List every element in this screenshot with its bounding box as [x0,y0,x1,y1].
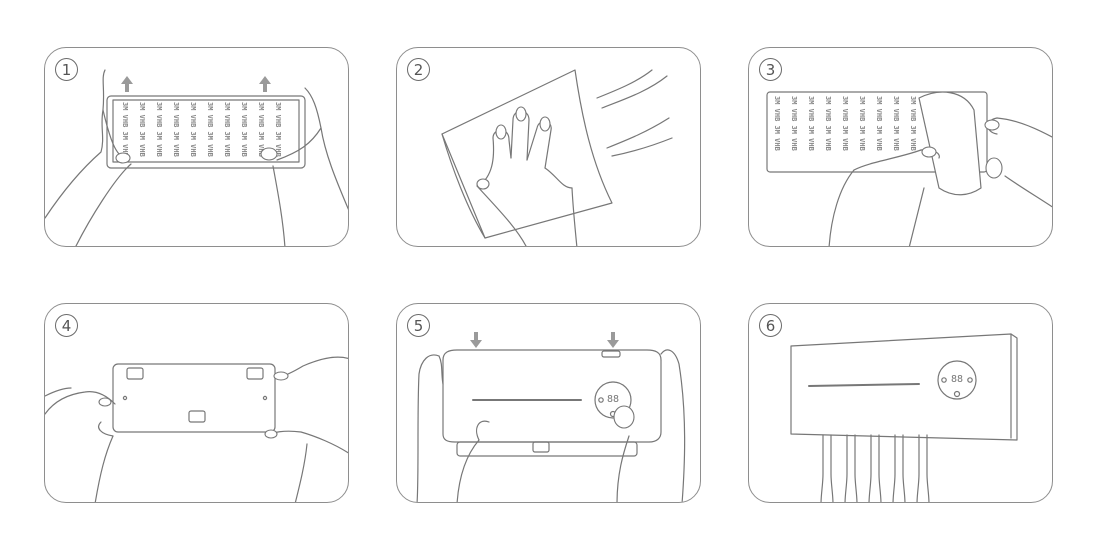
step-panel-4: 4 [44,303,349,503]
digital-display: 88 [951,374,963,385]
tape-label: 3M VHB 3M VHB [909,96,917,151]
tape-label: 3M VHB 3M VHB [223,102,231,157]
illustration-finished-holder: 88 [790,333,1018,502]
tape-label: 3M VHB 3M VHB [189,102,197,157]
tape-label: 3M VHB 3M VHB [257,102,265,157]
step-number-5: 5 [407,314,430,337]
illustration-wipe-wall [441,69,673,246]
toothbrush-handle [868,434,882,502]
tape-label: 3M VHB 3M VHB [206,102,214,157]
toothbrush-handle [844,434,858,502]
tape-label: 3M VHB 3M VHB [841,96,849,151]
tape-label: 3M VHB 3M VHB [121,102,129,157]
step-number-6: 6 [759,314,782,337]
step-panel-2: 2 [396,47,701,247]
tape-label: 3M VHB 3M VHB [790,96,798,151]
illustration-peel-backing-tape: 3M VHB 3M VHB 3M VHB 3M VHB 3M VHB 3M VHB 3… [45,69,348,246]
tape-label: 3M VHB 3M VHB [824,96,832,151]
digital-display: 88 [607,394,619,405]
tape-label: 3M VHB 3M VHB [858,96,866,151]
tape-label: 3M VHB 3M VHB [892,96,900,151]
tape-label: 3M VHB 3M VHB [773,96,781,151]
arrow-down-icon [607,332,619,348]
step-panel-5: 5 88 [396,303,701,503]
illustration-attach-device: 88 [416,332,686,502]
step-number-1: 1 [55,58,78,81]
toothbrush-handle [820,434,834,502]
tape-label: 3M VHB 3M VHB [807,96,815,151]
illustration-peel-tape-off: 3M VHB 3M VHB 3M VHB 3M VHB 3M VHB 3M VHB 3… [766,91,1052,246]
arrow-down-icon [470,332,482,348]
tape-label: 3M VHB 3M VHB [875,96,883,151]
arrow-up-icon [259,76,271,92]
step-number-2: 2 [407,58,430,81]
illustration-mounting-plate [45,356,348,502]
tape-label: 3M VHB 3M VHB [274,102,282,157]
toothbrush-handle [916,434,930,502]
tape-label: 3M VHB 3M VHB [155,102,163,157]
tape-label: 3M VHB 3M VHB [240,102,248,157]
step-number-4: 4 [55,314,78,337]
tape-label: 3M VHB 3M VHB [172,102,180,157]
toothbrush-handle [892,434,906,502]
step-number-3: 3 [759,58,782,81]
step-panel-6: 6 88 [748,303,1053,503]
arrow-up-icon [121,76,133,92]
tape-label: 3M VHB 3M VHB [138,102,146,157]
